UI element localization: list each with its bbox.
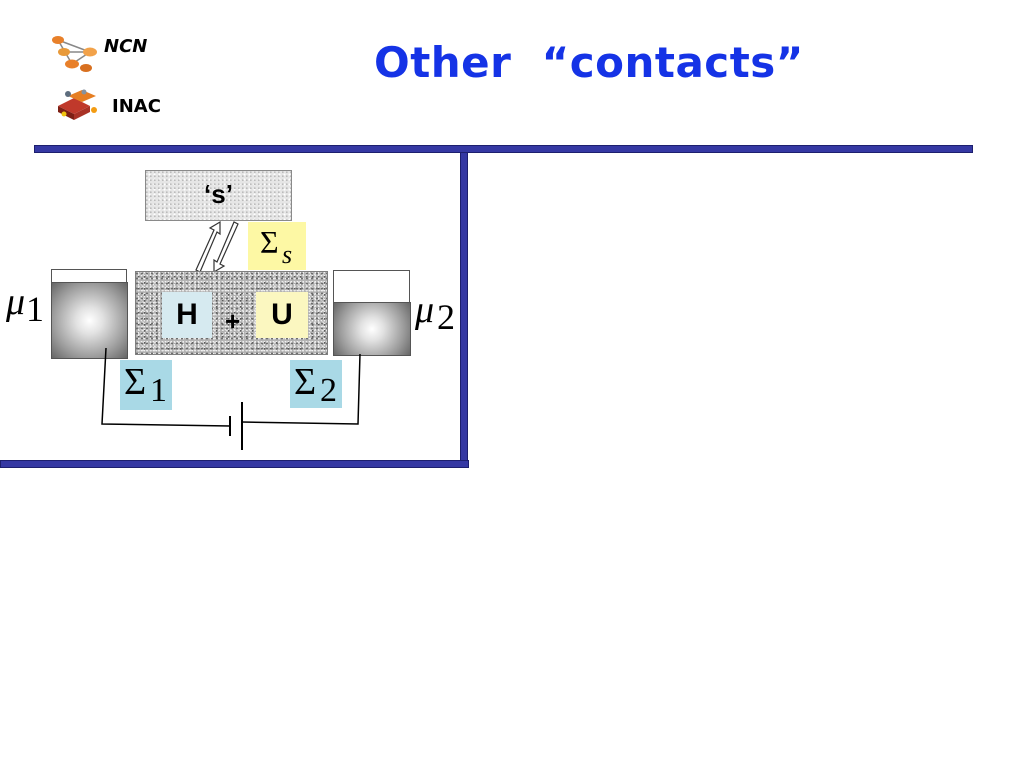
sigma-1-subscript: 1 <box>150 372 167 409</box>
vertical-rule <box>460 152 468 466</box>
top-rule <box>34 145 973 153</box>
sigma-2-symbol: Σ <box>294 361 317 403</box>
mu-1-subscript: 1 <box>26 289 44 329</box>
circuit <box>101 347 361 450</box>
right-contact <box>333 302 411 356</box>
page-title: Other “contacts” <box>374 38 804 87</box>
plus-sign: + <box>225 306 241 336</box>
left-contact-outline <box>51 269 127 284</box>
u-box: U <box>256 292 308 338</box>
right-contact-outline <box>333 270 410 304</box>
sigma-1-badge: Σ 1 <box>120 360 172 410</box>
sigma-2-badge: Σ 2 <box>290 360 342 409</box>
inac-logo-label: INAC <box>112 96 161 117</box>
inac-logo-icon <box>54 86 102 122</box>
reservoir-s-box: ‘s’ <box>145 170 292 221</box>
arrow-up-icon <box>195 220 221 273</box>
mu-1-symbol: μ <box>6 281 26 323</box>
mu-2-symbol: μ <box>415 289 435 331</box>
sigma-2-subscript: 2 <box>320 372 337 409</box>
ncn-logo-label: NCN <box>104 36 148 57</box>
arrow-down-icon <box>213 221 239 274</box>
bottom-rule <box>0 460 469 468</box>
left-contact <box>51 282 128 359</box>
sigma-s-badge: Σ s <box>248 222 306 270</box>
mu-1-label: μ 1 <box>6 280 46 329</box>
exchange-arrows <box>195 220 239 274</box>
mu-2-subscript: 2 <box>437 297 455 337</box>
sigma-1-symbol: Σ <box>124 361 147 403</box>
sigma-s-subscript: s <box>282 240 293 269</box>
channel: H + U <box>135 271 328 355</box>
ncn-logo-icon <box>50 30 102 74</box>
h-box: H <box>162 292 212 338</box>
sigma-s-symbol: Σ <box>260 224 279 260</box>
reservoir-s-label: ‘s’ <box>204 179 233 209</box>
left-wire <box>101 347 231 427</box>
mu-2-label: μ 2 <box>415 288 461 337</box>
right-wire <box>241 353 361 425</box>
